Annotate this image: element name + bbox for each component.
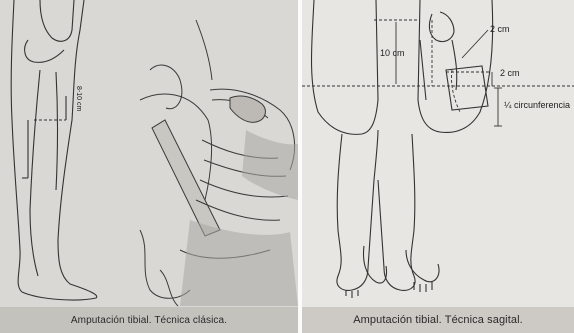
sagittal-amputation-illustration [302,0,574,333]
right-figure: 10 cm 2 cm 2 cm ¼ circunferencia Amputac… [302,0,574,333]
label-quarter-circumference: ¼ circunferencia [504,100,570,110]
right-caption: Amputación tibial. Técnica sagital. [353,314,523,326]
label-2cm-upper: 2 cm [490,24,510,34]
left-caption-bar: Amputación tibial. Técnica clásica. [0,307,298,333]
label-2cm-lower: 2 cm [500,68,520,78]
right-caption-bar: Amputación tibial. Técnica sagital. [302,307,574,333]
left-figure: 8-10 cm Amputación tibial. Técnica clási… [0,0,298,333]
label-10cm: 10 cm [380,48,405,58]
measure-label: 8-10 cm [75,86,82,111]
left-caption: Amputación tibial. Técnica clásica. [71,315,227,326]
classic-amputation-illustration [0,0,298,333]
